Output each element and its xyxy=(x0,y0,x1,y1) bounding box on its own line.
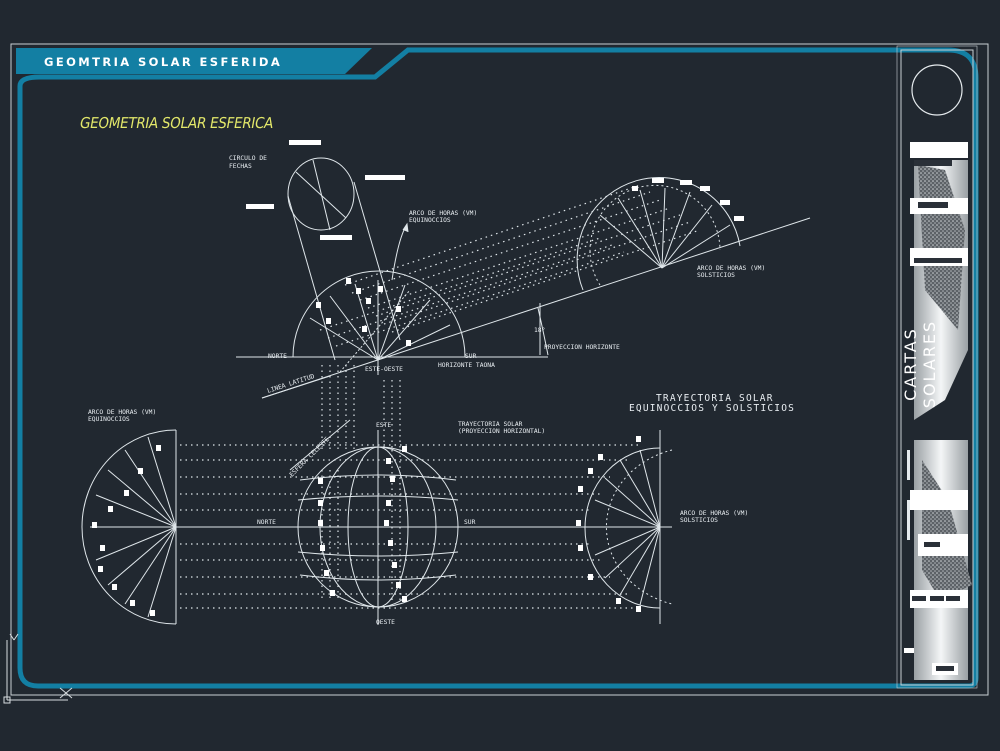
header-title: GEOMTRIA SOLAR ESFERIDA xyxy=(44,55,283,69)
inclined-sphere-diagram xyxy=(236,157,811,450)
label-arco-sol-top-1: ARCO DE HORAS (VM) xyxy=(697,265,765,272)
title-panel xyxy=(904,64,972,680)
annotation-tags-top xyxy=(246,140,744,346)
label-esfera-celeste: ESFERA CELESTE xyxy=(288,436,331,479)
label-este-oeste: ESTE-OESTE xyxy=(365,366,403,373)
diagram-labels: CIRCULO DE FECHAS ARCO DE HORAS (VM) EQU… xyxy=(88,155,795,626)
annotation-tags-bottom xyxy=(92,436,641,616)
label-trayectoria-h-2: (PROYECCION HORIZONTAL) xyxy=(458,428,545,435)
label-este-bottom: ESTE xyxy=(376,422,391,429)
label-trayectoria-1: TRAYECTORIA SOLAR xyxy=(656,393,774,404)
drawing-title: GEOMETRIA SOLAR ESFERICA xyxy=(78,114,275,132)
label-oeste-bottom: OESTE xyxy=(376,619,395,626)
label-circulo-1: CIRCULO DE xyxy=(229,155,267,162)
label-norte-top: NORTE xyxy=(268,353,287,360)
label-arco-sol-right-2: SOLSTICIOS xyxy=(680,517,718,524)
drawing-frame xyxy=(10,43,989,696)
label-angle: 18° xyxy=(534,326,545,334)
ucs-icon xyxy=(3,633,73,704)
label-norte-bottom: NORTE xyxy=(257,519,276,526)
label-linea-latitud: LINEA LATITUD xyxy=(266,373,315,395)
label-horizonte: HORIZONTE TAONA xyxy=(438,362,495,369)
panel-vertical-title: CARTAS SOLARES xyxy=(901,319,939,409)
label-arco-eq-left-2: EQUINOCCIOS xyxy=(88,416,130,423)
label-sur-top: SUR xyxy=(465,353,477,360)
label-sur-bottom: SUR xyxy=(464,519,476,526)
label-arco-eq-top-1: ARCO DE HORAS (VM) xyxy=(409,210,477,217)
label-arco-sol-top-2: SOLSTICIOS xyxy=(697,272,735,279)
label-circulo-2: FECHAS xyxy=(229,163,252,170)
label-proyeccion: PROYECCION HORIZONTE xyxy=(544,344,620,351)
label-arco-eq-top-2: EQUINOCCIOS xyxy=(409,217,451,224)
label-trayectoria-h-1: TRAYECTORIA SOLAR xyxy=(458,421,523,428)
label-trayectoria-2: EQUINOCCIOS Y SOLSTICIOS xyxy=(629,403,795,414)
horizontal-projection-diagram xyxy=(81,419,673,625)
label-arco-eq-left-1: ARCO DE HORAS (VM) xyxy=(88,409,156,416)
label-arco-sol-right-1: ARCO DE HORAS (VM) xyxy=(680,510,748,517)
